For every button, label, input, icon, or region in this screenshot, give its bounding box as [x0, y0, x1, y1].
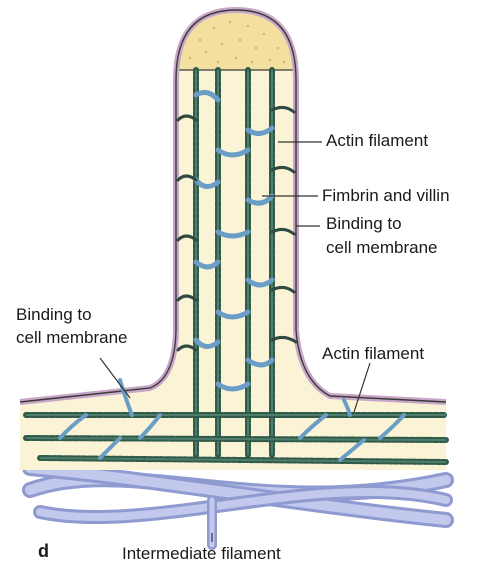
label-binding-right-line1: Binding to — [326, 214, 402, 234]
label-intermediate-filament: Intermediate filament — [122, 544, 281, 564]
intermediate-filaments — [30, 468, 446, 545]
panel-letter: d — [38, 541, 49, 561]
label-binding-left-line2: cell membrane — [16, 328, 128, 348]
label-binding-right-line2: cell membrane — [326, 238, 438, 258]
label-actin-filament-bottom: Actin filament — [322, 344, 424, 364]
label-binding-left-line1: Binding to — [16, 305, 92, 325]
label-actin-filament-top: Actin filament — [326, 131, 428, 151]
label-fimbrin-villin: Fimbrin and villin — [322, 186, 450, 206]
microvillus-tip-cap — [176, 10, 296, 70]
